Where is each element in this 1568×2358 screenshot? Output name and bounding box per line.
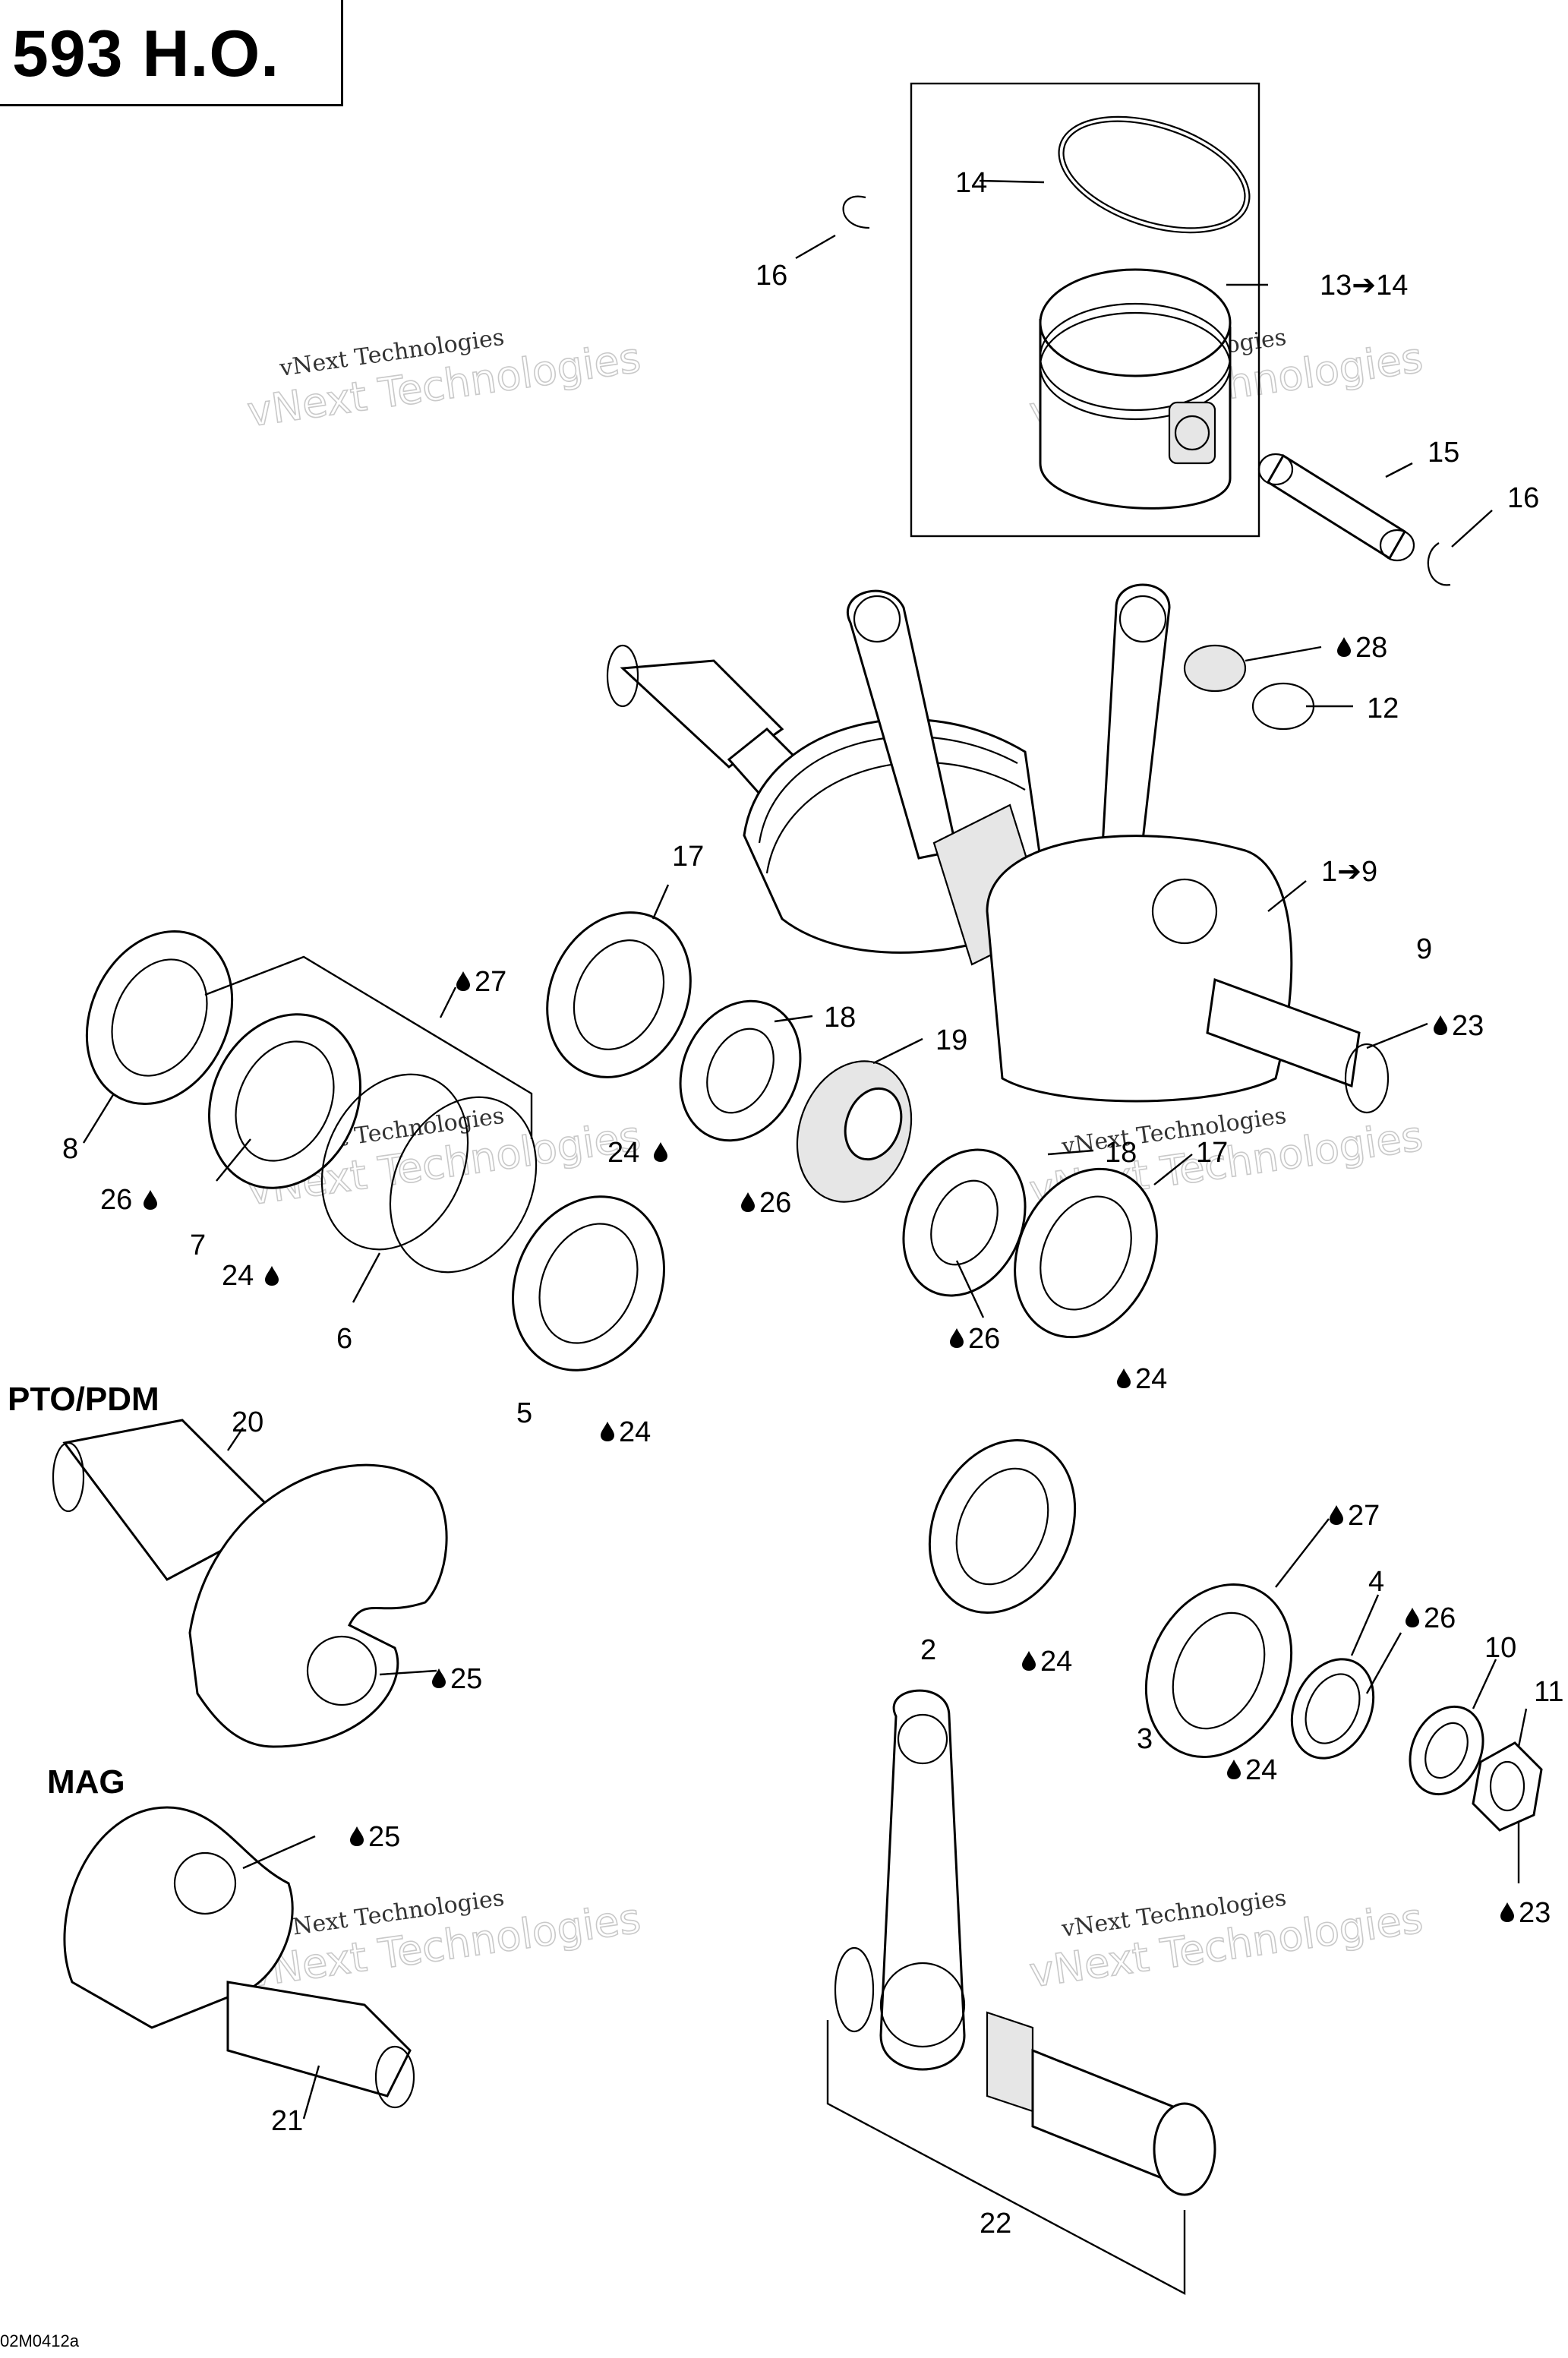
callout-16: 16: [756, 260, 787, 292]
callout-28: 28: [1355, 632, 1387, 664]
callout-24: 24: [1245, 1754, 1277, 1786]
oil-drop-icon: [741, 1192, 755, 1212]
callout-labels: 14 16 13➔14 15 16 28 12 17 1➔9 9 27 18 1…: [62, 167, 1563, 2240]
crank-half-20: [52, 1419, 448, 1748]
drawing-code: 02M0412a: [0, 2331, 79, 2350]
callout-5: 5: [516, 1397, 532, 1429]
oil-drop-icon: [1117, 1368, 1131, 1388]
callout-11: 11: [1534, 1676, 1563, 1708]
callout-10: 10: [1484, 1632, 1516, 1664]
callout-24: 24: [619, 1416, 651, 1448]
callout-18: 18: [824, 1002, 856, 1034]
callout-26: 26: [100, 1184, 132, 1216]
callout-17: 17: [672, 841, 704, 873]
callout-26: 26: [968, 1323, 1000, 1355]
callout-3: 3: [1137, 1723, 1153, 1755]
gear-19: [796, 1060, 913, 1203]
callout-2: 2: [920, 1634, 936, 1666]
callout-24: 24: [222, 1260, 254, 1292]
bearing-5: [512, 1195, 665, 1372]
piston-pin-15: [1257, 453, 1415, 562]
callout-26: 26: [759, 1187, 791, 1219]
bearing-17b: [1014, 1167, 1158, 1339]
callout-9: 9: [1416, 933, 1432, 965]
callout-21: 21: [271, 2105, 303, 2137]
callout-1-9: 1➔9: [1321, 856, 1377, 888]
callout-13: 13➔14: [1320, 270, 1408, 301]
oil-drop-icon: [1227, 1760, 1241, 1779]
callout-27: 27: [1348, 1500, 1380, 1532]
oil-drop-icon: [601, 1422, 614, 1441]
washer-10: [1409, 1705, 1484, 1796]
oil-drop-icon: [654, 1142, 667, 1162]
seal-4: [1290, 1658, 1375, 1760]
circlip-16: [842, 195, 870, 229]
callout-26: 26: [1424, 1602, 1456, 1634]
oil-drop-icon: [1337, 637, 1351, 657]
seal-18b: [902, 1148, 1027, 1297]
callout-16: 16: [1507, 482, 1539, 514]
callout-19: 19: [935, 1024, 967, 1056]
callout-7: 7: [190, 1230, 206, 1261]
oil-drop-icon: [1500, 1902, 1514, 1922]
rings-6: [320, 1073, 538, 1274]
callout-24: 24: [607, 1137, 639, 1169]
callout-12: 12: [1367, 693, 1399, 724]
callout-18: 18: [1105, 1137, 1137, 1169]
callout-15: 15: [1428, 437, 1459, 469]
leader-lines: [82, 179, 1528, 2120]
crank-half-21: [63, 1806, 415, 2109]
callout-25: 25: [368, 1821, 400, 1853]
callout-24: 24: [1135, 1363, 1167, 1395]
callout-14: 14: [955, 167, 987, 199]
oil-drop-icon: [456, 971, 470, 991]
title-box: 593 H.O.: [0, 0, 343, 106]
seal-8: [85, 930, 234, 1106]
needle-bearing-28: [1183, 644, 1315, 731]
oil-drop-icon: [265, 1266, 279, 1286]
callout-23: 23: [1519, 1897, 1551, 1929]
callout-17: 17: [1196, 1137, 1228, 1169]
callout-20: 20: [232, 1406, 263, 1438]
bearing-2: [928, 1438, 1077, 1615]
diagram-title: 593 H.O.: [12, 17, 280, 90]
callout-25: 25: [450, 1663, 482, 1695]
section-label-pto: PTO/PDM: [8, 1381, 159, 1418]
circlip-16b: [1427, 542, 1451, 586]
callout-23: 23: [1452, 1010, 1484, 1042]
bearing-3: [1144, 1583, 1293, 1759]
oil-drop-icon: [1022, 1651, 1036, 1671]
connecting-rod-kit-22: [826, 1689, 1216, 2295]
callout-22: 22: [980, 2208, 1011, 2240]
oil-drop-icon: [144, 1190, 157, 1210]
bracket-6: [204, 955, 533, 1139]
crankshaft-assembly: [606, 583, 1390, 1114]
oil-drop-icon: [1434, 1015, 1447, 1035]
section-label-mag: MAG: [47, 1763, 125, 1801]
seal-18a: [679, 999, 802, 1142]
oil-drop-icon: [1330, 1505, 1343, 1525]
nut-11: [1472, 1741, 1543, 1832]
callout-24: 24: [1040, 1646, 1072, 1678]
callout-8: 8: [62, 1133, 78, 1165]
oil-drop-icon: [950, 1328, 964, 1348]
callout-6: 6: [336, 1323, 352, 1355]
oil-drop-icon: [1406, 1608, 1419, 1627]
oil-drop-icon: [350, 1826, 364, 1846]
bearing-17a: [546, 911, 692, 1078]
piston-assembly: [910, 82, 1260, 538]
callout-27: 27: [475, 966, 506, 998]
callout-4: 4: [1368, 1566, 1384, 1598]
